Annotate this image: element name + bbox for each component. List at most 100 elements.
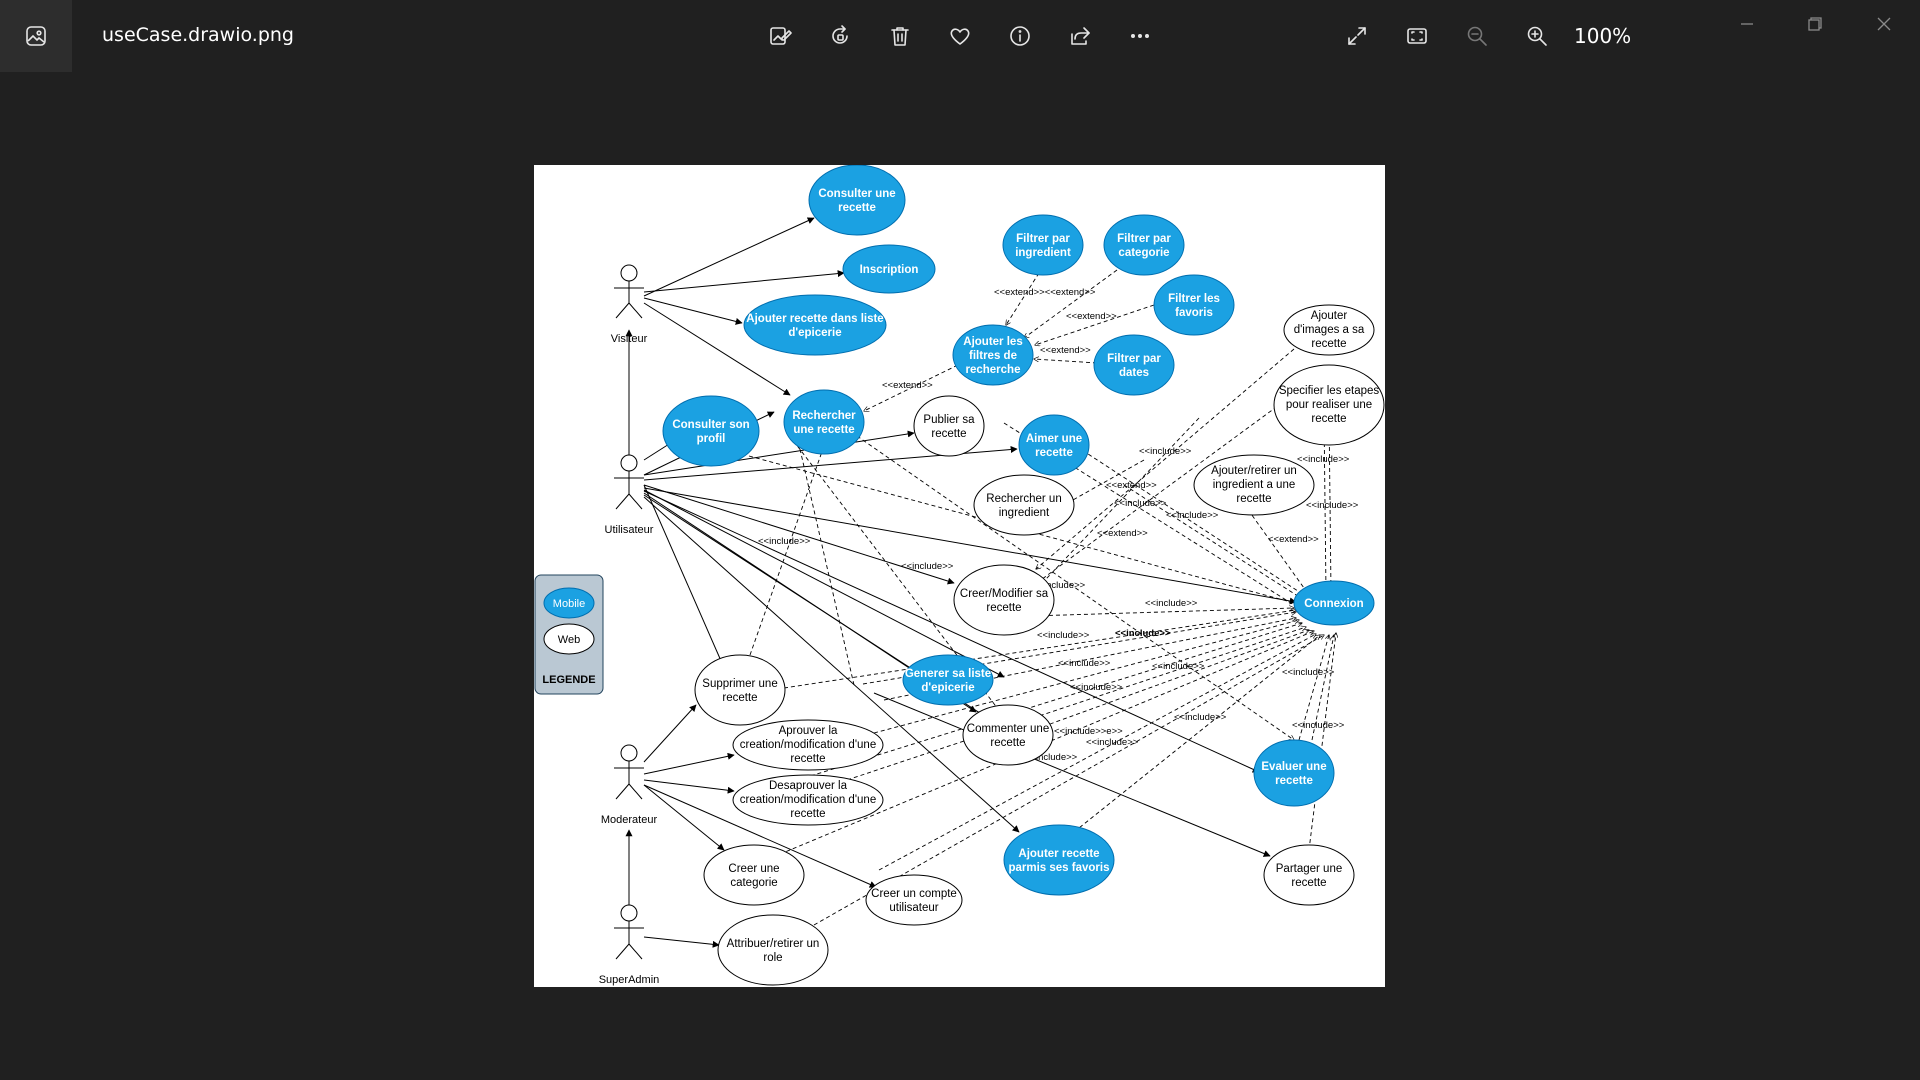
- rotate-icon[interactable]: [822, 18, 858, 54]
- photos-app-icon[interactable]: [0, 0, 72, 72]
- fit-to-window-icon[interactable]: [1399, 18, 1435, 54]
- uc-label: Rechercher un: [986, 493, 1061, 505]
- include-label: <<include>>: [1115, 628, 1171, 639]
- legend: Mobile Web LEGENDE: [534, 574, 604, 695]
- uc-supprimer: [694, 654, 786, 726]
- uc-generer-liste: [902, 654, 994, 706]
- include-label: <<include>>: [1070, 682, 1123, 693]
- uc-label: d'images a sa: [1294, 324, 1365, 336]
- use-case-diagram: <<extend>><<extend>> <<extend>> <<extend…: [534, 164, 1385, 986]
- uc-label: Generer sa liste: [905, 668, 991, 680]
- actor-label-visiteur: Visiteur: [611, 333, 648, 345]
- uc-label: categorie: [730, 877, 777, 889]
- uc-label: recette: [1035, 447, 1073, 459]
- fullscreen-icon[interactable]: [1339, 18, 1375, 54]
- uc-label: Ajouter les: [963, 336, 1022, 348]
- uc-label: Rechercher: [792, 410, 856, 422]
- uc-label: une recette: [793, 424, 854, 436]
- favorite-icon[interactable]: [942, 18, 978, 54]
- uc-label: Consulter son: [672, 419, 749, 431]
- actor-visiteur: [614, 264, 644, 319]
- uc-label: Filtrer les: [1168, 293, 1220, 305]
- extend-label: <<extend>>: [882, 380, 933, 391]
- include-label: <<include>>: [1174, 712, 1227, 723]
- uc-label: recette: [838, 202, 876, 214]
- use-case-ellipses: [662, 164, 1385, 986]
- uc-label: Ajouter recette: [1018, 848, 1099, 860]
- uc-label: ingredient: [1015, 247, 1071, 259]
- delete-icon[interactable]: [882, 18, 918, 54]
- uc-label: Creer/Modifier sa: [960, 588, 1049, 600]
- zoom-in-icon[interactable]: [1519, 18, 1555, 54]
- include-label: <<include>>: [1058, 658, 1111, 669]
- zoom-out-icon[interactable]: [1459, 18, 1495, 54]
- uc-label: role: [763, 952, 782, 964]
- include-label: include>>: [1044, 580, 1086, 591]
- zoom-level[interactable]: 100%: [1574, 24, 1632, 48]
- uc-label: recette: [931, 428, 966, 440]
- include-label: <<include>>: [1292, 720, 1345, 731]
- info-icon[interactable]: [1002, 18, 1038, 54]
- extend-label: <<extend>>: [1040, 345, 1091, 356]
- actor-label-moderateur: Moderateur: [601, 814, 658, 826]
- uc-aimer: [1018, 414, 1090, 476]
- uc-label: recette: [1275, 775, 1313, 787]
- uc-creer-categorie: [703, 844, 805, 906]
- uc-label: creation/modification d'une: [740, 739, 876, 751]
- uc-label: ingredient a une: [1213, 479, 1295, 491]
- include-label: <<include>>: [1037, 630, 1090, 641]
- uc-filtrer-categorie: [1103, 214, 1185, 276]
- minimize-icon[interactable]: [1724, 6, 1770, 42]
- actor-moderateur: [614, 744, 644, 800]
- actor-superadmin: [614, 904, 644, 960]
- uc-attribuer-role: [717, 914, 829, 986]
- title-bar: useCase.drawio.png 100%: [0, 0, 1920, 72]
- uc-label: utilisateur: [889, 902, 938, 914]
- uc-desapprouver: [732, 774, 884, 826]
- legend-mobile: Mobile: [553, 598, 585, 610]
- uc-label: dates: [1119, 367, 1149, 379]
- uc-label: Desaprouver la: [769, 780, 848, 792]
- uc-label: d'epicerie: [921, 682, 974, 694]
- legend-web: Web: [558, 634, 580, 646]
- restore-icon[interactable]: [1792, 6, 1838, 42]
- uc-label: Supprimer une: [702, 678, 777, 690]
- include-label: <<include>>e>>: [1054, 726, 1123, 737]
- more-icon[interactable]: [1122, 18, 1158, 54]
- uc-label: recette: [1291, 877, 1326, 889]
- actor-figures: [614, 264, 644, 960]
- close-icon[interactable]: [1861, 6, 1907, 42]
- uc-label: Publier sa: [923, 414, 975, 426]
- uc-label: Evaluer une: [1261, 761, 1326, 773]
- uc-creer-modifier: [953, 564, 1055, 636]
- include-label: <<include>>: [1297, 454, 1350, 465]
- uc-partager: [1263, 844, 1355, 906]
- include-label: <<include>>: [1114, 498, 1167, 509]
- actor-label-utilisateur: Utilisateur: [605, 524, 654, 536]
- uc-label: filtres de: [969, 350, 1017, 362]
- uc-label: Filtrer par: [1117, 233, 1171, 245]
- relation-labels: <<extend>><<extend>> <<extend>> <<extend…: [758, 287, 1359, 763]
- uc-label: Connexion: [1304, 598, 1363, 610]
- uc-label: Creer un compte: [871, 888, 957, 900]
- uc-label: Aprouver la: [779, 725, 838, 737]
- uc-label: Ajouter/retirer un: [1211, 465, 1297, 477]
- uc-commenter: [962, 704, 1054, 766]
- file-name: useCase.drawio.png: [102, 24, 294, 46]
- edit-image-icon[interactable]: [762, 18, 798, 54]
- uc-inscription: [842, 244, 936, 294]
- extend-label: <<extend>>: [1097, 528, 1148, 539]
- share-icon[interactable]: [1062, 18, 1098, 54]
- uc-label: Ajouter: [1311, 310, 1348, 322]
- uc-label: favoris: [1175, 307, 1213, 319]
- uc-filtrer-ingredient: [1002, 214, 1084, 276]
- uc-label: Attribuer/retirer un: [727, 938, 820, 950]
- uc-label: pour realiser une: [1286, 399, 1372, 411]
- uc-ajouter-images: [1283, 304, 1375, 356]
- uc-label: profil: [697, 433, 726, 445]
- uc-label: recette: [990, 737, 1025, 749]
- include-label: <<include>>: [1152, 661, 1205, 672]
- uc-connexion[interactable]: [1293, 580, 1375, 626]
- uc-rechercher-ingredient: [973, 474, 1075, 536]
- uc-label: Partager une: [1276, 863, 1343, 875]
